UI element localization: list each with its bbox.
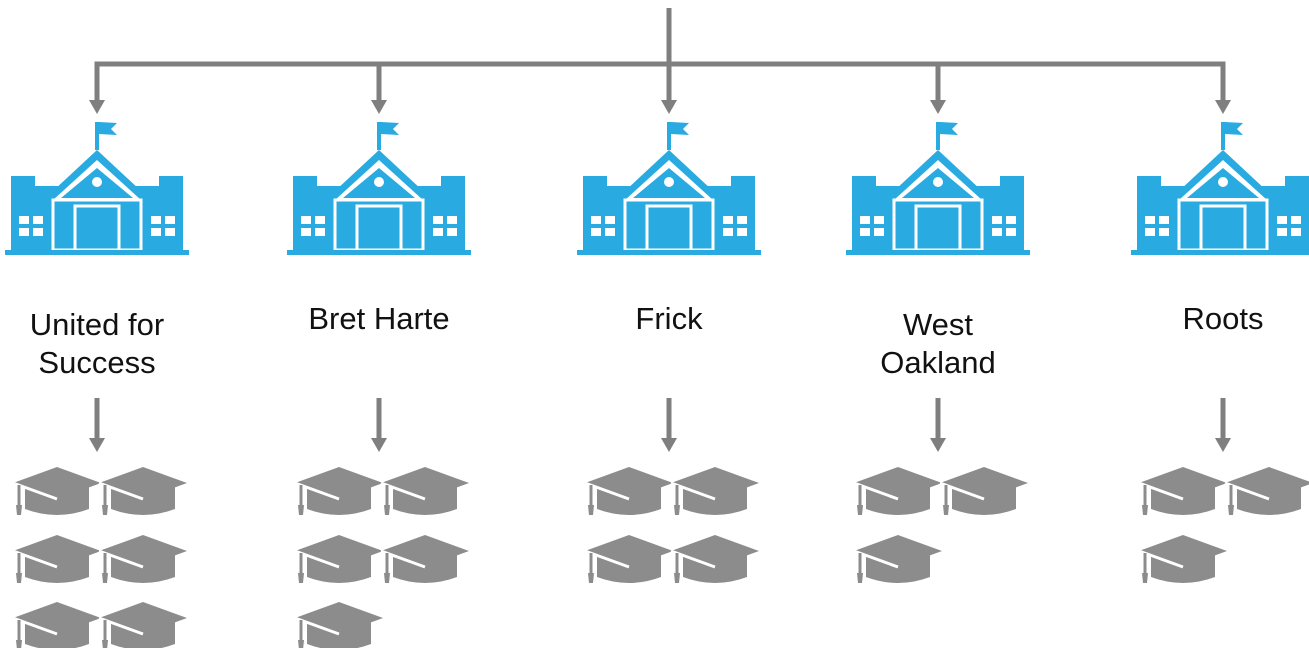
connector-lines [89,8,1231,452]
graduates-arrow [371,398,387,452]
graduates-arrow [661,398,677,452]
graduation-cap-icon [1223,465,1309,517]
school-building-icon [285,120,473,257]
graduation-cap-icon [379,465,471,517]
school-building-icon [1129,120,1309,257]
graduation-cap-icon [669,533,761,585]
graduation-cap-icon [293,600,385,648]
graduation-cap-icon [1137,533,1229,585]
graduation-cap-icon [11,600,103,648]
graduates-arrow [1215,398,1231,452]
school-name-label: West Oakland [880,307,996,380]
graduate-groups [11,465,1309,648]
graduates-arrow [930,398,946,452]
graduation-cap-icon [669,465,761,517]
graduation-cap-icon [97,465,189,517]
graduation-cap-icon [293,533,385,585]
branch-arrow [1215,64,1231,114]
school-name-label: Roots [1182,301,1264,336]
branch-arrow [89,64,105,114]
graduation-cap-icon [379,533,471,585]
graduation-cap-icon [1137,465,1229,517]
school-building-icon [3,120,191,257]
graduation-cap-icon [293,465,385,517]
school-name-label: Bret Harte [308,301,450,336]
school-building-icon [844,120,1032,257]
graduation-cap-icon [583,465,675,517]
graduation-cap-icon [583,533,675,585]
school-icons [3,120,1309,257]
graduation-cap-icon [11,465,103,517]
graduates-arrow [89,398,105,452]
graduation-cap-icon [97,533,189,585]
branch-arrow [371,64,387,114]
graduation-cap-icon [11,533,103,585]
graduation-cap-icon [852,533,944,585]
graduation-cap-icon [938,465,1030,517]
school-name-label: Frick [635,301,703,336]
branch-arrow [930,64,946,114]
school-name-label: United for Success [29,307,165,380]
school-building-icon [575,120,763,257]
branch-arrow [661,64,677,114]
graduation-cap-icon [852,465,944,517]
graduation-cap-icon [97,600,189,648]
